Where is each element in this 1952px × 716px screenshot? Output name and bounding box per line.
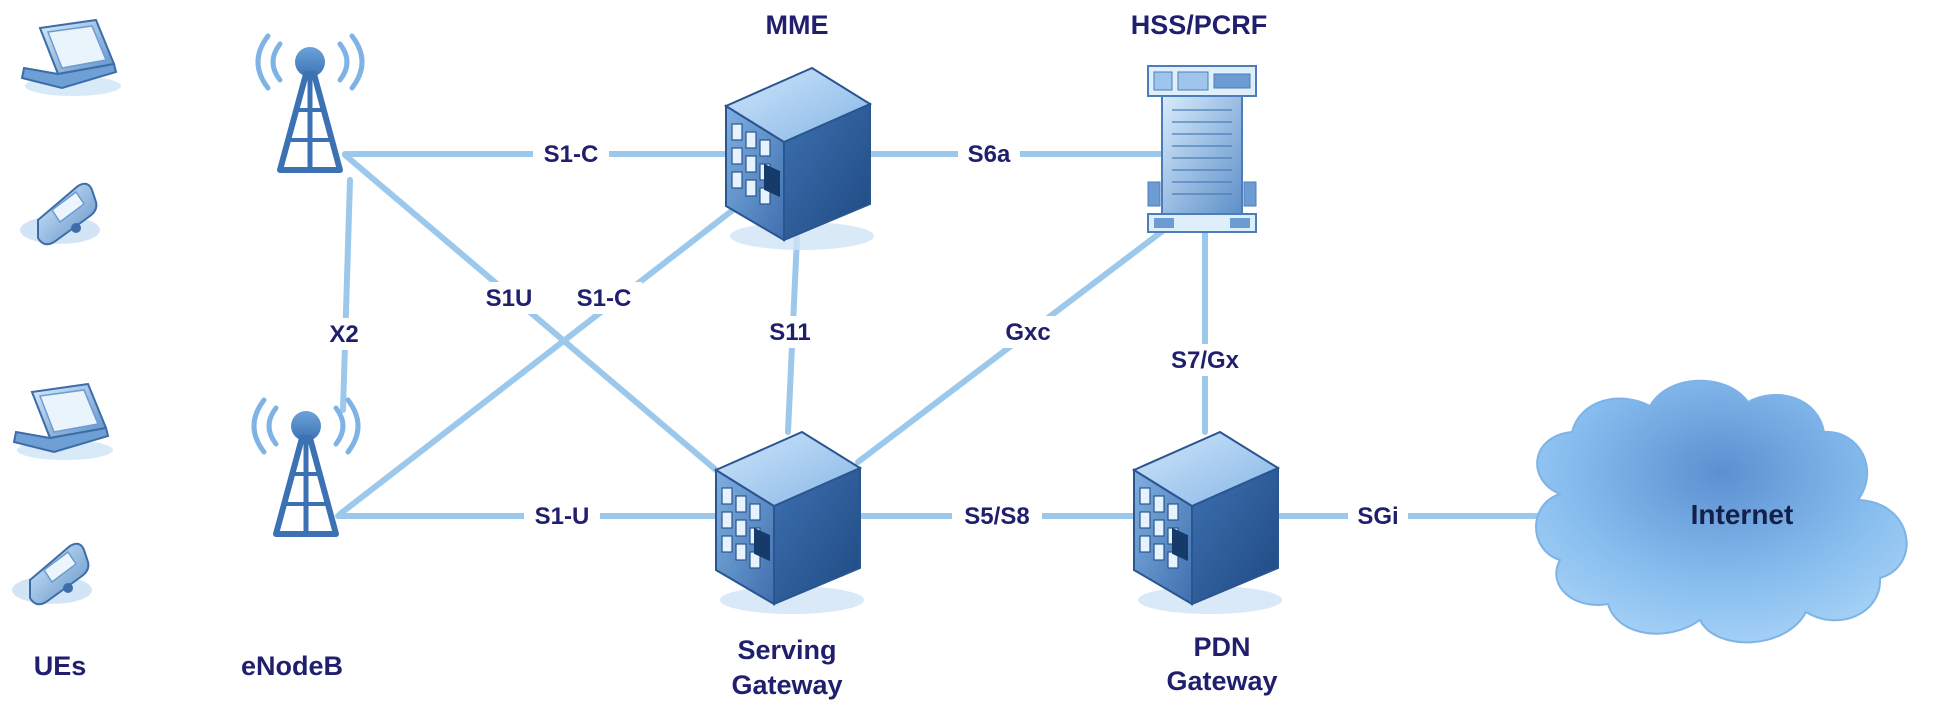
phone-icon xyxy=(12,542,92,606)
ue-devices xyxy=(12,18,121,606)
label-s5s8: S5/S8 xyxy=(964,503,1029,530)
serving-gateway-label-line2: Gateway xyxy=(731,670,842,700)
enodeb-label: eNodeB xyxy=(241,651,343,681)
node-labels: UEs eNodeB MME HSS/PCRF Serving Gateway … xyxy=(34,10,1278,700)
mme-label: MME xyxy=(766,10,829,40)
label-s6a: S6a xyxy=(968,141,1011,168)
mme-server-icon xyxy=(723,66,874,250)
laptop-icon xyxy=(20,18,121,96)
link-label-backgrounds xyxy=(320,138,1408,532)
phone-icon xyxy=(20,182,100,246)
link-x2 xyxy=(340,177,353,413)
interface-labels: S1-C S6a S1U S1-C X2 S11 Gxc S7/Gx S1-U … xyxy=(329,141,1398,530)
ues-label: UEs xyxy=(34,651,87,681)
label-sgi: SGi xyxy=(1357,503,1398,530)
links xyxy=(335,151,1563,519)
label-s1u-bottom: S1-U xyxy=(535,503,590,530)
pdn-gateway-server-icon xyxy=(1131,430,1282,614)
label-gxc: Gxc xyxy=(1005,319,1050,346)
laptop-icon xyxy=(12,382,113,460)
label-s7gx: S7/Gx xyxy=(1171,347,1240,374)
serving-gateway-label-line1: Serving xyxy=(737,635,836,665)
internet-label: Internet xyxy=(1691,499,1794,530)
label-s1c-diag: S1-C xyxy=(577,285,632,312)
label-x2: X2 xyxy=(329,321,358,348)
serving-gateway-server-icon xyxy=(713,430,864,614)
label-s1u-diag: S1U xyxy=(486,285,533,312)
enodeb-towers xyxy=(251,33,365,537)
label-s1c-top: S1-C xyxy=(544,141,599,168)
label-s11: S11 xyxy=(769,319,810,346)
hss-pcrf-rack-icon xyxy=(1147,65,1257,233)
pdn-gateway-label-line2: Gateway xyxy=(1166,666,1277,696)
pdn-gateway-label-line1: PDN xyxy=(1193,632,1250,662)
link-s1c-diag xyxy=(337,203,741,517)
hss-pcrf-label: HSS/PCRF xyxy=(1131,10,1268,40)
internet-cloud-icon: Internet xyxy=(1535,379,1908,644)
antenna-tower-icon xyxy=(255,33,365,173)
antenna-tower-icon xyxy=(251,397,361,537)
